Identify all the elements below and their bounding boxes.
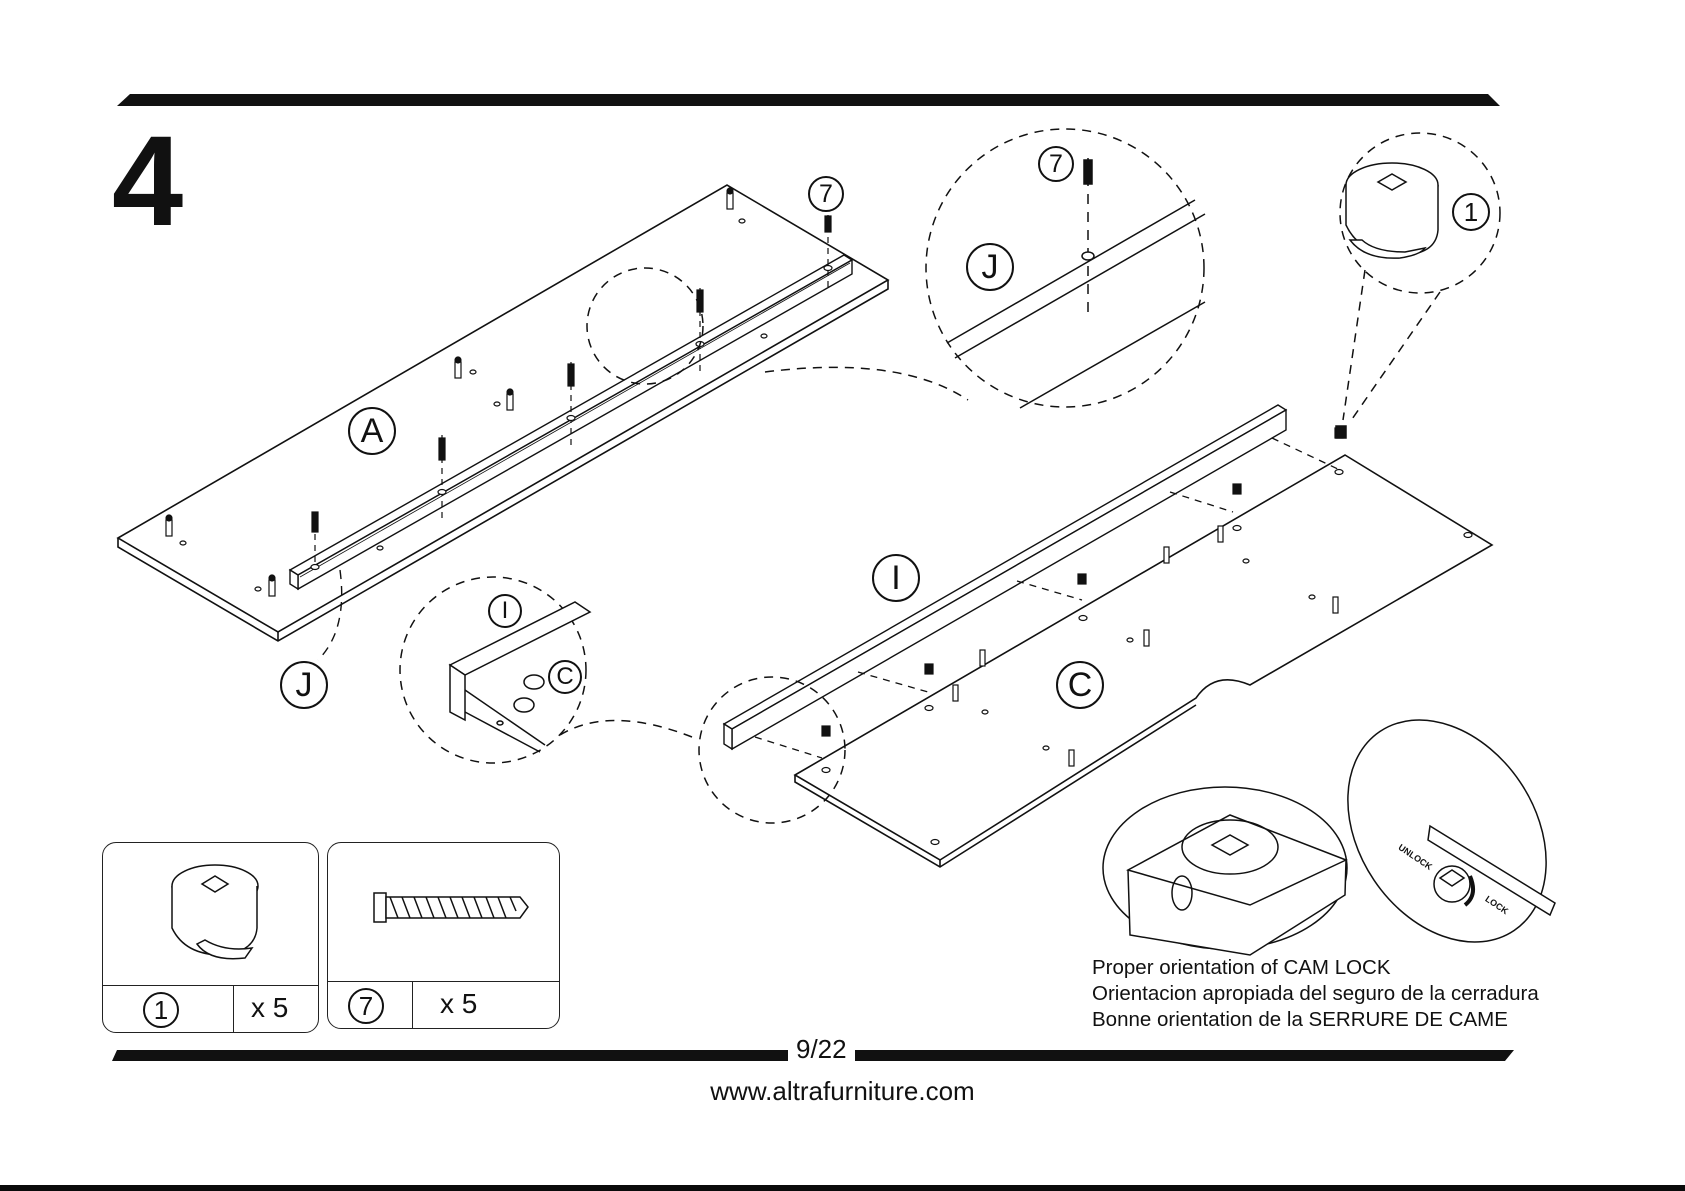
hardware-row-1: 1 x 5 (103, 985, 318, 1032)
hardware-1-number: 1 (143, 992, 179, 1028)
callout-cam-lock: 1 (1452, 193, 1490, 231)
label-panel-c: C (1056, 661, 1104, 709)
website-url: www.altrafurniture.com (0, 1076, 1685, 1107)
hardware-7-divider (412, 982, 413, 1028)
label-panel-i: I (872, 554, 920, 602)
callout-screw-detail: 7 (1038, 146, 1074, 182)
label-panel-a: A (348, 407, 396, 455)
sheet-bottom-edge (0, 1185, 1685, 1191)
page-number: 9/22 (788, 1034, 855, 1065)
label-rail-j: J (280, 661, 328, 709)
label-detail-c: C (548, 660, 582, 694)
hardware-7-number: 7 (348, 988, 384, 1024)
hardware-1-quantity: x 5 (251, 992, 288, 1024)
detail-cam-lock (1336, 133, 1500, 438)
label-detail-i: I (488, 594, 522, 628)
cam-orientation-views (1103, 682, 1587, 979)
label-detail-j: J (966, 243, 1014, 291)
panel-a-drawing (118, 185, 888, 641)
hardware-box-1: 1 x 5 (102, 842, 319, 1033)
panel-c-drawing (795, 455, 1492, 867)
caption-french: Bonne orientation de la SERRURE DE CAME (1092, 1008, 1508, 1032)
step-number: 4 (112, 118, 181, 246)
header-bar (117, 94, 1500, 106)
hardware-box-7: 7 x 5 (327, 842, 560, 1029)
caption-english: Proper orientation of CAM LOCK (1092, 956, 1391, 980)
hardware-1-divider (233, 986, 234, 1032)
callout-screw-rail: 7 (808, 176, 844, 212)
hardware-7-quantity: x 5 (440, 988, 477, 1020)
hardware-row-7: 7 x 5 (328, 981, 559, 1028)
caption-spanish: Orientacion apropiada del seguro de la c… (1092, 982, 1539, 1006)
